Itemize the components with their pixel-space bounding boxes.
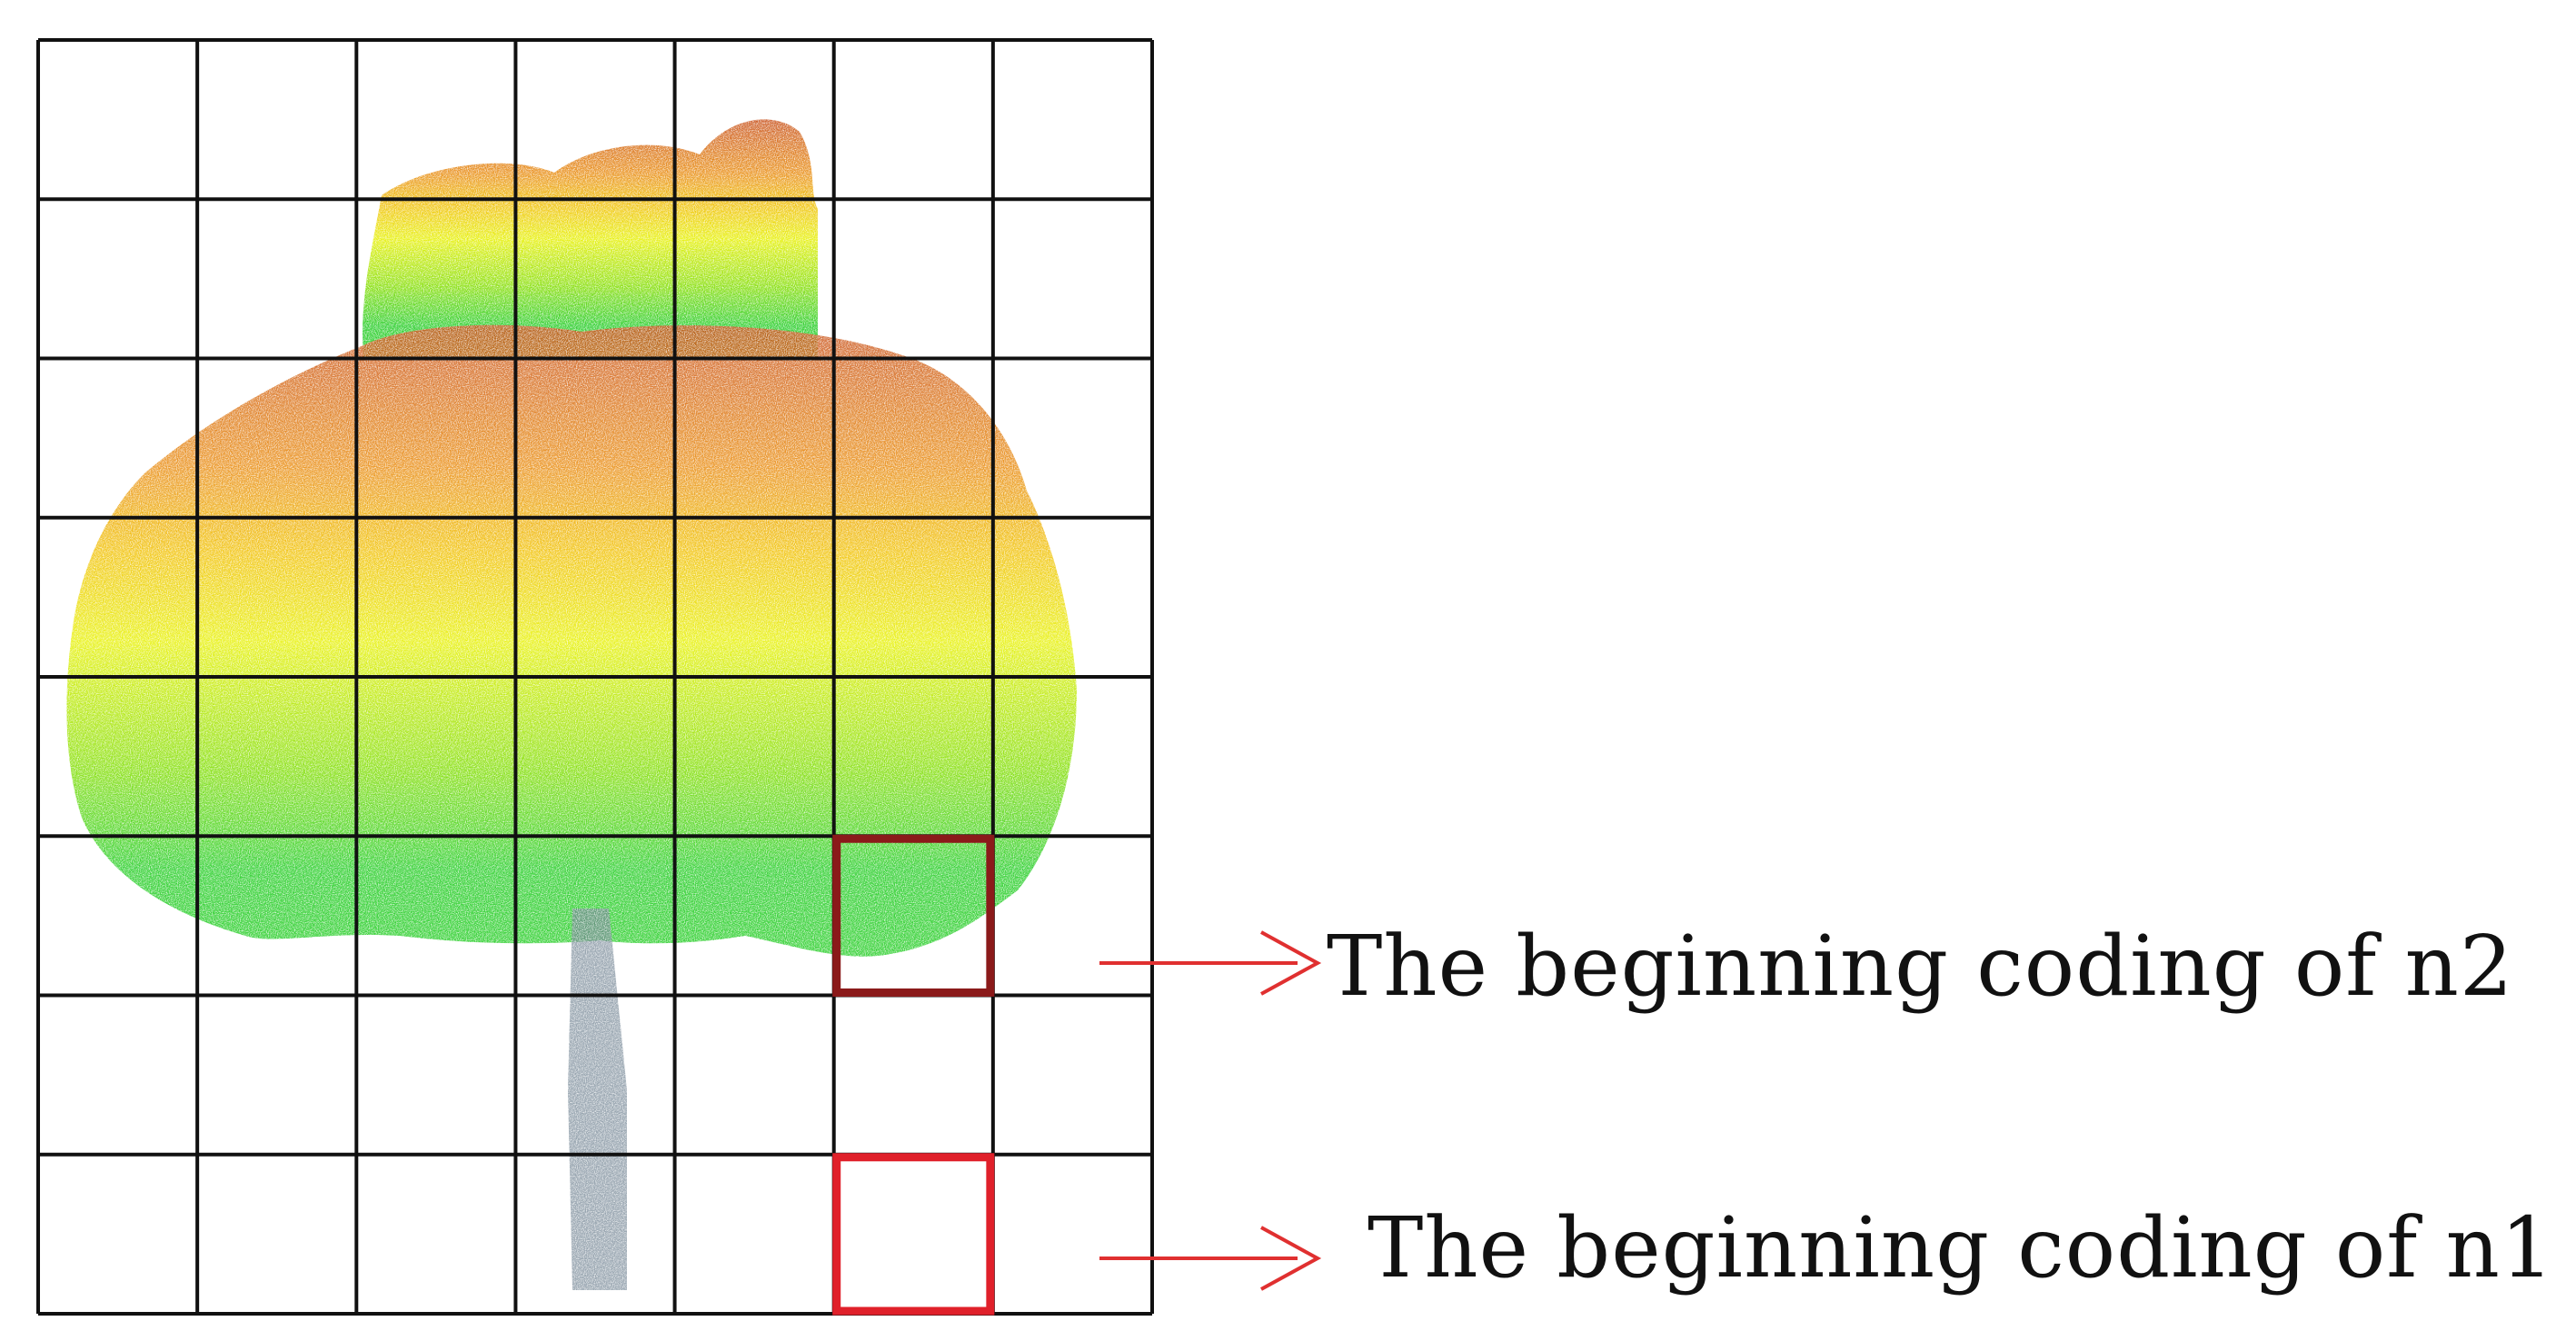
highlighted-cells bbox=[832, 834, 995, 1316]
highlight-cell-n1 bbox=[832, 1153, 995, 1316]
highlight-cell-n2 bbox=[832, 834, 995, 997]
label-n2: The beginning coding of n2 bbox=[1327, 918, 2514, 1015]
arrows bbox=[1099, 930, 1322, 1291]
tree-trunk bbox=[568, 909, 627, 1290]
tree-crown bbox=[66, 324, 1078, 957]
tree-crown-top bbox=[363, 119, 818, 359]
arrow-n2-head bbox=[1260, 930, 1322, 996]
label-n1: The beginning coding of n1 bbox=[1368, 1199, 2555, 1296]
tree-point-cloud bbox=[66, 119, 1078, 1290]
arrow-n1-head bbox=[1260, 1226, 1322, 1291]
